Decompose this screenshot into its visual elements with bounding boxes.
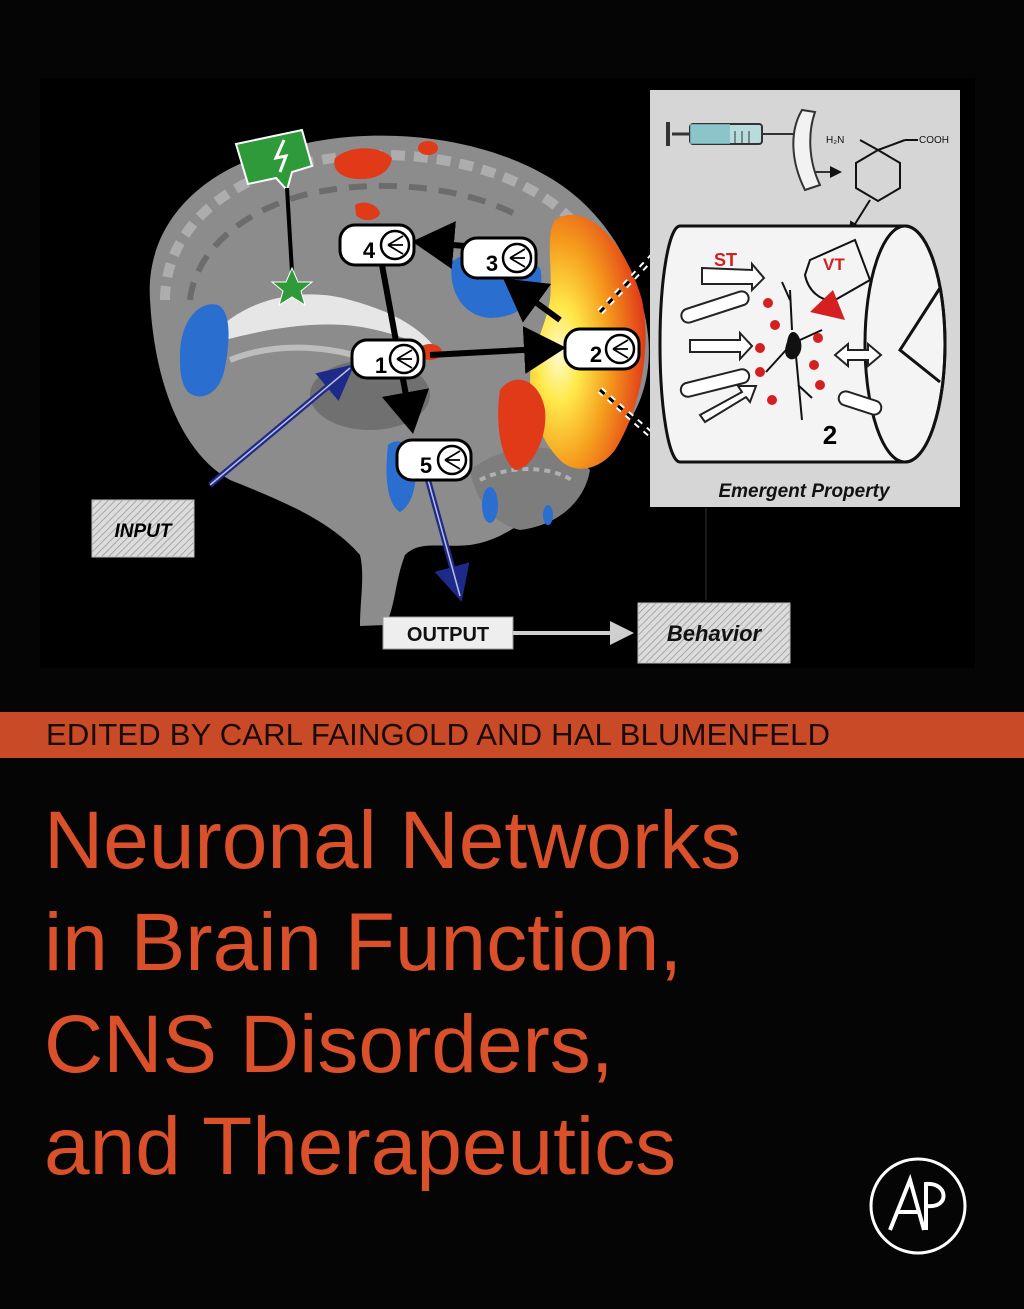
editor-band (0, 712, 1024, 758)
node-3: 3 (460, 236, 538, 280)
st-arrows (689, 261, 766, 424)
input-label: INPUT (115, 521, 173, 542)
node-1: 1 (350, 338, 426, 380)
cover-illustration: 1 2 3 4 5 INPUT OUTPUT (91, 90, 960, 664)
title-line-4: and Therapeutics (44, 1101, 677, 1192)
publisher-logo (869, 1157, 967, 1255)
title-line-1: Neuronal Networks (44, 795, 742, 886)
behavior-label: Behavior (667, 621, 763, 646)
input-box: INPUT (91, 499, 195, 558)
inset-panel: H₂N COOH ST VT (650, 90, 960, 507)
node-5: 5 (395, 438, 473, 482)
molecule-diagram (855, 139, 918, 203)
neuron-icon (765, 281, 823, 421)
title-line-2: in Brain Function, (44, 897, 683, 988)
behavior-box: Behavior (637, 602, 791, 664)
node-3-label: 3 (486, 251, 498, 276)
amine-label: H₂N (826, 135, 844, 146)
node-5-label: 5 (420, 453, 432, 478)
editors-line: EDITED BY CARL FAINGOLD AND HAL BLUMENFE… (46, 717, 831, 752)
double-arrow-icon (833, 341, 883, 369)
vt-cup: VT (803, 238, 872, 320)
node-4-label: 4 (363, 238, 376, 263)
star-icon (270, 266, 314, 307)
node-1-label: 1 (375, 353, 387, 378)
emergent-property-caption: Emergent Property (718, 481, 890, 502)
syringe-icon (666, 122, 795, 146)
output-label: OUTPUT (407, 624, 489, 646)
synapse-dots (755, 298, 825, 405)
fibers (679, 290, 883, 416)
node-2: 2 (563, 327, 641, 371)
node-4: 4 (338, 223, 416, 267)
output-box: OUTPUT (382, 616, 514, 650)
acid-label: COOH (919, 135, 949, 146)
vt-label: VT (823, 255, 845, 274)
stimulator-icon (234, 128, 314, 273)
inset-node-label: 2 (823, 420, 837, 450)
node-2-label: 2 (590, 342, 602, 367)
book-title: Neuronal Networks in Brain Function, CNS… (44, 790, 944, 1198)
title-line-3: CNS Disorders, (44, 999, 614, 1090)
st-label: ST (714, 250, 737, 270)
